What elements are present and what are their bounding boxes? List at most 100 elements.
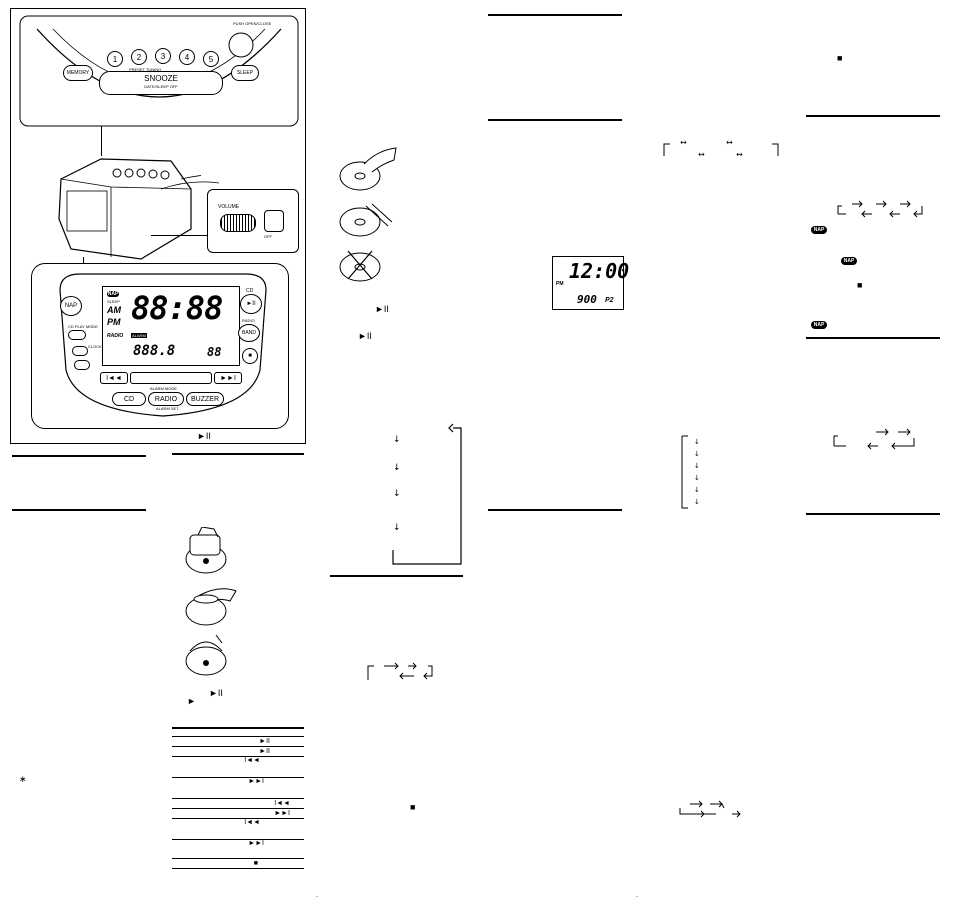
connector-line bbox=[101, 126, 102, 156]
lcd-nap-indicator: NAP bbox=[107, 291, 119, 297]
lcd-display: NAP SLEEP AM PM 88:88 RADIO ALARM 888.8 … bbox=[102, 286, 240, 366]
table-cell-glyph: ►II bbox=[259, 748, 270, 755]
volume-wheel[interactable] bbox=[220, 214, 256, 232]
volume-inset: VOLUME OFF bbox=[207, 189, 299, 253]
col6-nap-badge-3: NAP bbox=[811, 321, 827, 329]
table-row: ■ bbox=[172, 858, 304, 869]
col6-section-rule-2 bbox=[806, 337, 940, 339]
col2-table-top-rule bbox=[172, 727, 304, 729]
alarm-mode-buzzer-button[interactable]: BUZZER bbox=[186, 392, 224, 406]
skip-back-button[interactable]: I◄◄ bbox=[100, 372, 128, 384]
table-cell-glyph: ►II bbox=[259, 738, 270, 745]
cd-insertion-step-1 bbox=[185, 527, 227, 574]
col6-nap-badge-1: NAP bbox=[811, 226, 827, 234]
col1-section-rule-2 bbox=[12, 509, 146, 511]
col4-section-rule-2 bbox=[488, 119, 622, 121]
page-mark-right: - bbox=[636, 894, 638, 900]
disc-handling-correct-icon bbox=[339, 147, 397, 191]
preset-button-2[interactable]: 2 bbox=[131, 49, 147, 65]
example-lcd-preset: 900 bbox=[577, 293, 597, 306]
svg-text:↓: ↓ bbox=[694, 438, 700, 446]
alarm-set-label: ALARM SET bbox=[156, 406, 179, 411]
svg-text:↓: ↓ bbox=[393, 463, 401, 473]
table-row: I◄◄ bbox=[172, 756, 304, 778]
leader-line-2 bbox=[151, 235, 211, 236]
preset-button-5[interactable]: 5 bbox=[203, 51, 219, 67]
cd-insertion-step-2 bbox=[185, 588, 237, 626]
lcd-pm: PM bbox=[107, 317, 121, 327]
alarm-mode-label: ALARM MODE bbox=[150, 386, 177, 391]
col3-stop-symbol: ■ bbox=[410, 802, 416, 812]
table-cell-glyph: I◄◄ bbox=[244, 757, 260, 764]
switch-box[interactable] bbox=[264, 210, 284, 232]
svg-text:↔: ↔ bbox=[698, 150, 705, 159]
clock-label: CLOCK bbox=[88, 344, 102, 349]
cd-play-mode-label: CD PLAY MODE bbox=[68, 324, 98, 329]
col6-cycle-diagram bbox=[837, 200, 923, 218]
col2-play-arrow: ► bbox=[187, 696, 196, 706]
col3-cycle-diagram bbox=[367, 662, 433, 680]
table-cell-glyph: ►►I bbox=[248, 778, 264, 785]
front-panel: NAP CD PLAY MODE CLOCK NAP SLEEP AM PM 8… bbox=[31, 263, 289, 429]
table-cell-glyph: I◄◄ bbox=[274, 800, 290, 807]
lcd-sleep-indicator: SLEEP bbox=[107, 299, 120, 304]
play-pause-button[interactable]: ►II bbox=[240, 294, 262, 314]
cd-play-mode-button[interactable] bbox=[68, 330, 86, 340]
col6-second-cycle-diagram bbox=[833, 428, 915, 450]
svg-text:↓: ↓ bbox=[694, 450, 700, 458]
col6-nap-badge-2: NAP bbox=[841, 257, 857, 265]
svg-text:↓: ↓ bbox=[694, 498, 700, 506]
preset-button-1[interactable]: 1 bbox=[107, 51, 123, 67]
snooze-bar[interactable]: SNOOZE DATE/SLEEP OFF bbox=[99, 71, 223, 95]
col3-section-rule bbox=[330, 575, 463, 577]
table-cell-glyph: ■ bbox=[253, 860, 258, 867]
col2-section-rule bbox=[172, 453, 304, 455]
svg-text:↓: ↓ bbox=[694, 462, 700, 470]
table-cell-glyph: I◄◄ bbox=[244, 819, 260, 826]
device-illustration-frame: PUSH OPEN/CLOSE MEMORY SLEEP 1 2 3 4 5 P… bbox=[10, 8, 306, 444]
table-cell-glyph: ►►I bbox=[248, 840, 264, 847]
operations-table: ►II ►II I◄◄ ►►I I◄◄ ►►I I◄◄ ►►I ■ bbox=[172, 730, 304, 869]
lcd-am: AM bbox=[107, 305, 121, 315]
frame-play-pause-symbol: ►II bbox=[197, 431, 211, 441]
clock-button[interactable] bbox=[72, 346, 88, 356]
disc-wrong-handling-icon bbox=[339, 250, 381, 282]
svg-text:↓: ↓ bbox=[393, 489, 401, 499]
cd-insertion-step-3 bbox=[185, 634, 227, 676]
snooze-label: SNOOZE bbox=[144, 74, 178, 83]
col6-section-rule-3 bbox=[806, 513, 940, 515]
memory-button[interactable]: MEMORY bbox=[63, 65, 93, 81]
band-button[interactable]: BAND bbox=[238, 324, 260, 342]
preset-button-3[interactable]: 3 bbox=[155, 48, 171, 64]
col1-note-mark: ∗ bbox=[19, 774, 27, 784]
col2-play-pause-symbol: ►II bbox=[209, 688, 223, 698]
skip-forward-button[interactable]: ►►I bbox=[214, 372, 242, 384]
col5-bottom-diagram bbox=[679, 800, 741, 818]
switch-off-label: OFF bbox=[264, 234, 272, 239]
example-lcd-unit: P2 bbox=[605, 297, 614, 304]
col5-bidirectional-diagram: ↔ ↔ ↔ ↔ bbox=[663, 138, 779, 159]
table-row: ►II bbox=[172, 746, 304, 757]
nap-button[interactable]: NAP bbox=[60, 296, 82, 316]
disc-wiping-icon bbox=[339, 203, 393, 237]
radio-label-small: RADIO bbox=[242, 318, 255, 323]
alarm-mode-radio-button[interactable]: RADIO bbox=[148, 392, 184, 406]
col4-section-rule-1 bbox=[488, 14, 622, 16]
lcd-secondary-digits: 888.8 bbox=[133, 343, 176, 359]
table-row: I◄◄ bbox=[172, 798, 304, 809]
col6-stop-symbol-2: ■ bbox=[857, 280, 863, 290]
col4-section-rule-3 bbox=[488, 509, 622, 511]
aux-button[interactable] bbox=[74, 360, 90, 370]
preset-button-4[interactable]: 4 bbox=[179, 49, 195, 65]
sleep-button[interactable]: SLEEP bbox=[231, 65, 259, 81]
table-row: ►►I bbox=[172, 839, 304, 859]
alarm-mode-cd-button[interactable]: CD bbox=[112, 392, 146, 406]
example-lcd-pm: PM bbox=[556, 281, 564, 287]
stop-button[interactable]: ■ bbox=[242, 348, 258, 364]
example-lcd-display: 12:00 PM 900 P2 bbox=[552, 256, 629, 310]
tuning-button[interactable] bbox=[130, 372, 212, 384]
svg-text:↔: ↔ bbox=[680, 138, 687, 147]
lcd-radio-indicator: RADIO bbox=[107, 333, 124, 339]
lcd-tertiary-digits: 88 bbox=[207, 345, 222, 359]
col6-stop-symbol: ■ bbox=[837, 53, 843, 63]
